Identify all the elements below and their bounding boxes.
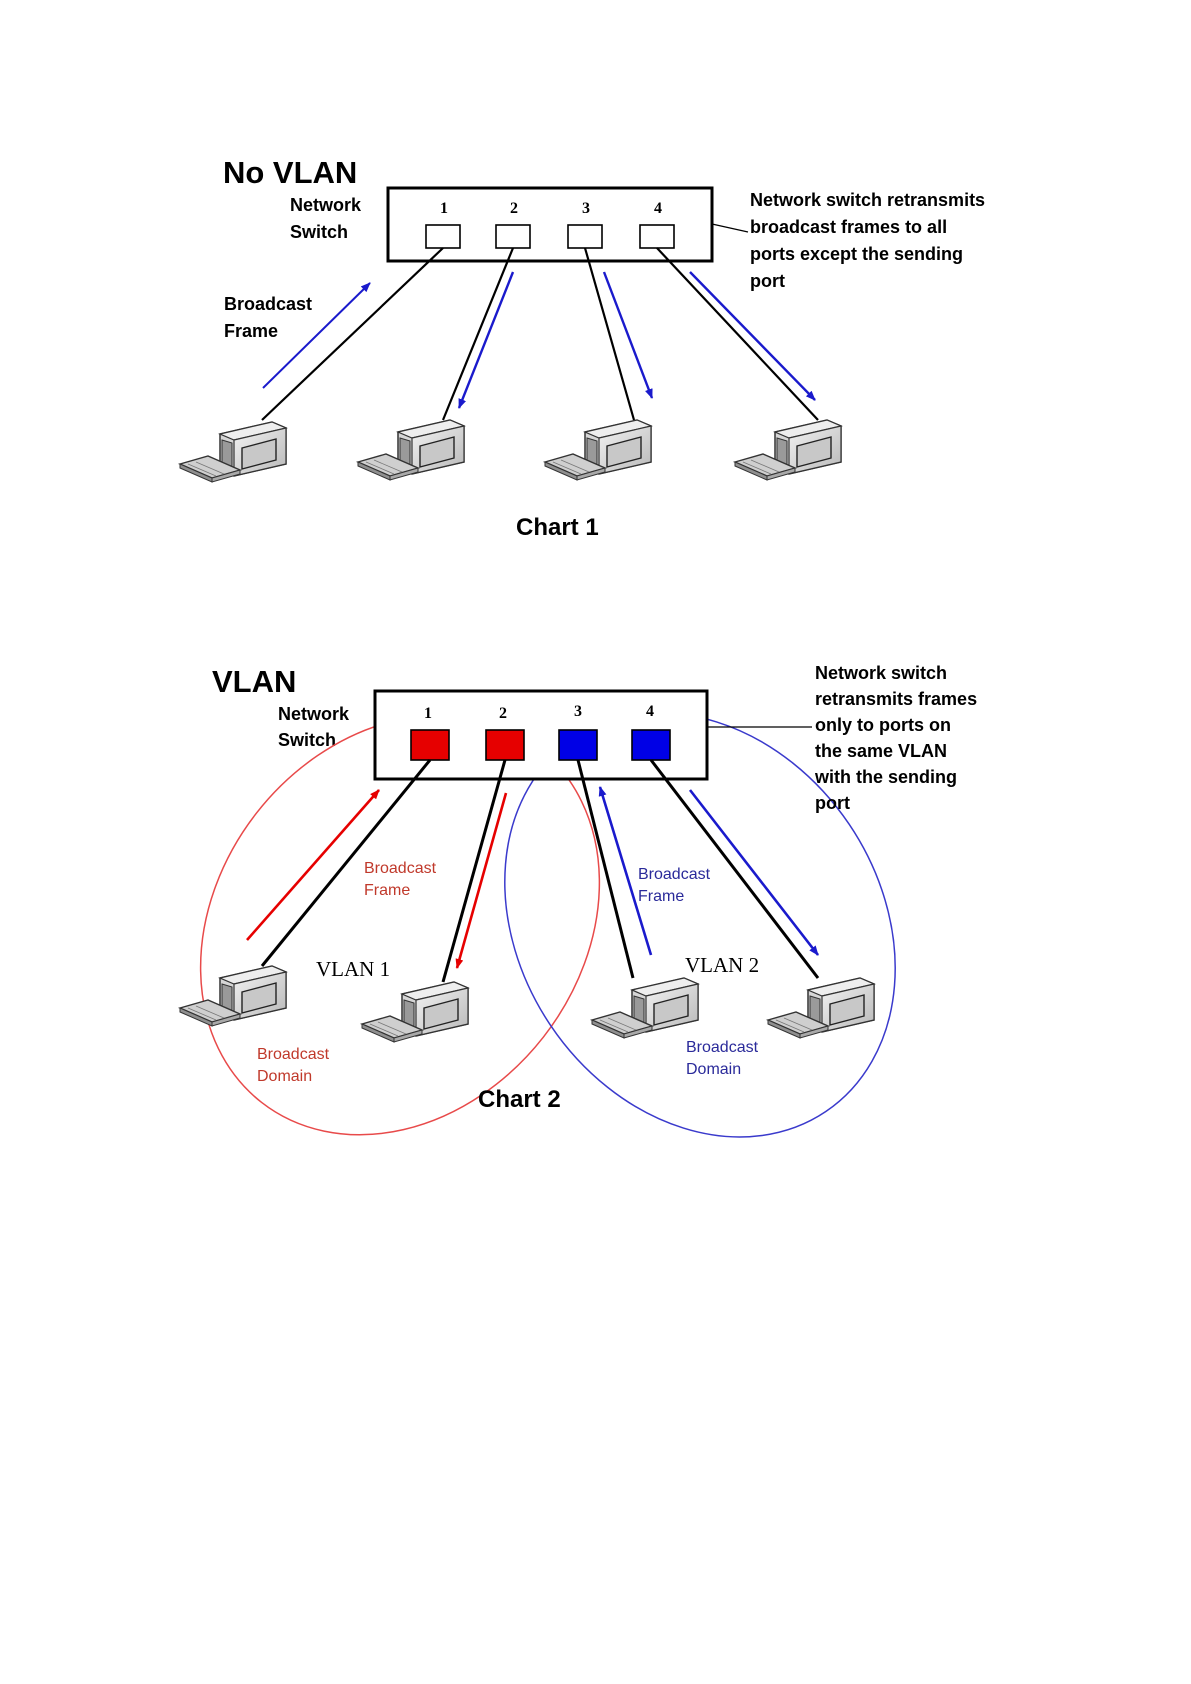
chart2-port-number-1: 1	[424, 705, 432, 722]
chart1-port-1	[425, 224, 461, 249]
chart2-computer-3-icon	[591, 977, 699, 1039]
chart2-group: VLAN Network Switch 1 2 3 4 Network swit…	[179, 663, 977, 1138]
chart1-group: No VLAN Network Switch 1 2 3 4 Network s…	[179, 155, 985, 541]
chart1-cable-1	[261, 247, 444, 421]
chart2-port-number-3: 3	[574, 703, 582, 720]
chart1-cable-2	[441, 247, 515, 421]
chart2-port-number-2: 2	[499, 705, 507, 722]
chart1-port-number-4: 4	[654, 200, 662, 217]
chart1-title: No VLAN	[223, 155, 357, 190]
chart1-callout-line1: Network switch retransmits	[750, 190, 985, 210]
chart2-callout-line1: Network switch	[815, 663, 947, 683]
chart2-computer-1-icon	[179, 965, 287, 1027]
chart1-computer-3-icon	[544, 419, 652, 481]
chart1-callout-line4: port	[750, 271, 785, 291]
chart1-switch-label-line2: Switch	[290, 222, 348, 242]
chart2-computer-4-icon	[767, 977, 875, 1039]
chart2-blue-frame-label-line2: Frame	[638, 888, 684, 905]
chart1-computer-1-icon	[179, 421, 287, 483]
chart2-callout-line5: with the sending	[814, 767, 957, 787]
chart2-blue-domain-label-line1: Broadcast	[686, 1039, 759, 1056]
chart1-callout-line3: ports except the sending	[750, 244, 963, 264]
chart1-caption: Chart 1	[516, 514, 599, 541]
chart1-switch-label-line1: Network	[290, 195, 362, 215]
chart1-arrow-to-pc4	[689, 271, 816, 401]
chart1-cable-3	[583, 247, 636, 421]
chart2-red-domain-label-line2: Domain	[257, 1068, 312, 1085]
chart2-title: VLAN	[212, 664, 296, 699]
chart2-blue-arrow-to-switch	[598, 786, 653, 956]
chart2-cable-4	[649, 759, 820, 979]
chart2-port-2-vlan1	[485, 729, 525, 761]
chart2-callout-line6: port	[815, 793, 850, 813]
chart2-cable-3	[576, 759, 635, 979]
chart2-blue-frame-label-line1: Broadcast	[638, 866, 711, 883]
chart1-port-number-1: 1	[440, 200, 448, 217]
chart1-port-2	[495, 224, 531, 249]
chart1-computer-4-icon	[734, 419, 842, 481]
chart2-cable-2	[441, 759, 507, 983]
chart2-vlan1-label: VLAN 1	[316, 957, 390, 981]
chart1-port-number-3: 3	[582, 200, 590, 217]
chart1-arrow-to-pc2	[457, 271, 515, 409]
chart2-red-arrow-to-pc2	[455, 792, 508, 969]
chart1-arrow-to-switch	[262, 282, 371, 389]
chart1-frame-label-line1: Broadcast	[224, 294, 312, 314]
chart2-red-frame-label-line2: Frame	[364, 882, 410, 899]
chart2-blue-domain-label-line2: Domain	[686, 1061, 741, 1078]
chart1-frame-label-line2: Frame	[224, 321, 278, 341]
chart2-port-1-vlan1	[410, 729, 450, 761]
chart2-red-domain-label-line1: Broadcast	[257, 1046, 330, 1063]
chart2-switch-label-line2: Switch	[278, 730, 336, 750]
chart2-callout-line4: the same VLAN	[815, 741, 947, 761]
chart2-blue-arrow-to-pc4	[688, 789, 820, 956]
chart1-port-3	[567, 224, 603, 249]
chart1-arrow-to-pc3	[602, 271, 654, 399]
chart2-computer-2-icon	[361, 981, 469, 1043]
chart1-cable-4	[656, 247, 819, 421]
chart2-caption: Chart 2	[478, 1086, 561, 1113]
chart2-callout-line2: retransmits frames	[815, 689, 977, 709]
chart1-callout-line2: broadcast frames to all	[750, 217, 947, 237]
chart1-computer-2-icon	[357, 419, 465, 481]
chart2-port-number-4: 4	[646, 703, 654, 720]
chart2-cable-1	[260, 759, 432, 967]
chart2-red-frame-label-line1: Broadcast	[364, 860, 437, 877]
chart2-red-arrow-to-switch	[246, 789, 380, 941]
chart2-vlan2-label: VLAN 2	[685, 953, 759, 977]
chart1-port-number-2: 2	[510, 200, 518, 217]
chart2-port-4-vlan2	[631, 729, 671, 761]
chart1-callout-leader	[711, 223, 749, 233]
chart2-port-3-vlan2	[558, 729, 598, 761]
chart1-port-4	[639, 224, 675, 249]
chart2-callout-line3: only to ports on	[815, 715, 951, 735]
chart2-switch-label-line1: Network	[278, 704, 350, 724]
